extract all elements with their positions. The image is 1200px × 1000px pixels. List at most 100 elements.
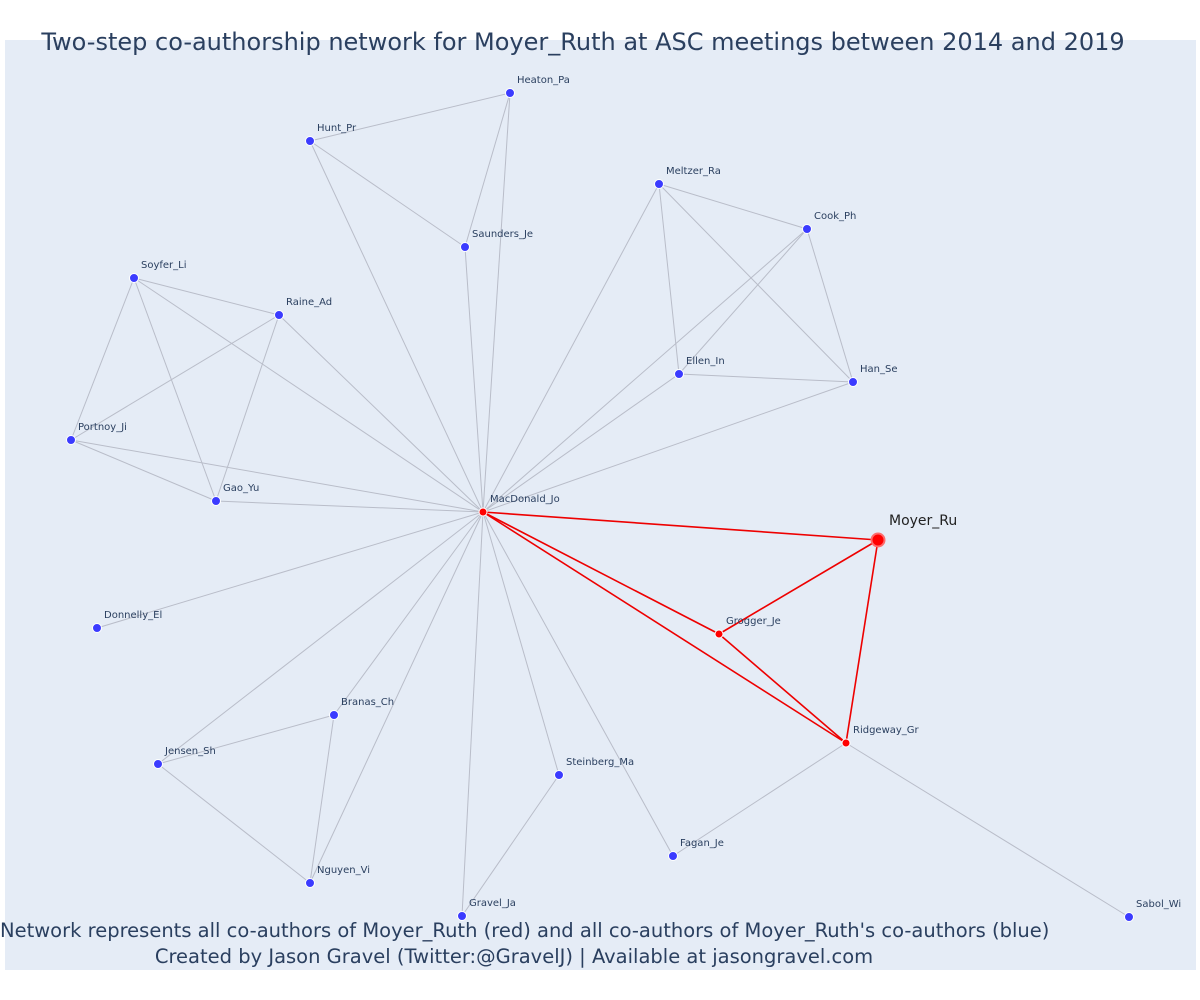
node-marker[interactable]	[66, 435, 76, 445]
node-Steinberg_Ma[interactable]: Steinberg_Ma	[554, 757, 635, 780]
edge-MacDonald_Jo-Ridgeway_Gr	[482, 511, 847, 744]
node-Ellen_In[interactable]: Ellen_In	[674, 356, 725, 379]
node-Nguyen_Vi[interactable]: Nguyen_Vi	[305, 865, 370, 888]
node-marker[interactable]	[654, 179, 664, 189]
node-marker[interactable]	[714, 629, 724, 639]
edge-Fagan_Je-MacDonald_Jo	[482, 511, 674, 857]
node-Raine_Ad[interactable]: Raine_Ad	[274, 297, 333, 320]
edge-Jensen_Sh-MacDonald_Jo	[157, 511, 484, 765]
chart-title: Two-step co-authorship network for Moyer…	[41, 28, 1125, 56]
node-label: Gravel_Ja	[469, 898, 516, 909]
edge-Grogger_Je-Ridgeway_Gr	[718, 633, 847, 744]
edge-Ellen_In-Han_Se	[678, 373, 854, 383]
edge-Heaton_Pa-Hunt_Pr	[309, 92, 511, 142]
edge-Soyfer_Li-Raine_Ad	[133, 277, 280, 316]
edge-Soyfer_Li-Portnoy_Ji	[70, 277, 135, 441]
node-marker[interactable]	[305, 878, 315, 888]
edge-Cook_Ph-Ellen_In	[678, 228, 808, 375]
node-Gravel_Ja[interactable]: Gravel_Ja	[457, 898, 516, 921]
node-Grogger_Je[interactable]: Grogger_Je	[714, 616, 781, 639]
node-label: Nguyen_Vi	[317, 865, 370, 876]
node-marker[interactable]	[674, 369, 684, 379]
node-Gao_Yu[interactable]: Gao_Yu	[211, 483, 260, 506]
node-marker[interactable]	[92, 623, 102, 633]
node-label: Fagan_Je	[680, 838, 724, 849]
node-Ridgeway_Gr[interactable]: Ridgeway_Gr	[841, 725, 920, 748]
node-marker[interactable]	[329, 710, 339, 720]
node-label: Heaton_Pa	[517, 75, 570, 86]
node-label: Sabol_Wi	[1136, 899, 1181, 910]
edge-Ridgeway_Gr-Moyer_Ru	[845, 539, 879, 744]
node-Hunt_Pr[interactable]: Hunt_Pr	[305, 123, 357, 146]
node-Soyfer_Li[interactable]: Soyfer_Li	[129, 260, 187, 283]
node-marker[interactable]	[505, 88, 515, 98]
node-marker[interactable]	[841, 738, 851, 748]
node-marker[interactable]	[478, 507, 488, 517]
edge-Branas_Ch-MacDonald_Jo	[333, 511, 484, 716]
node-label: Jensen_Sh	[164, 746, 216, 757]
edge-Branas_Ch-Nguyen_Vi	[309, 714, 335, 884]
node-Branas_Ch[interactable]: Branas_Ch	[329, 697, 395, 720]
node-label: Soyfer_Li	[141, 260, 187, 271]
node-Moyer_Ru[interactable]: Moyer_Ru	[870, 513, 958, 548]
edge-Raine_Ad-Gao_Yu	[215, 314, 280, 502]
node-Jensen_Sh[interactable]: Jensen_Sh	[153, 746, 216, 769]
edge-Grogger_Je-Moyer_Ru	[718, 539, 879, 635]
node-Fagan_Je[interactable]: Fagan_Je	[668, 838, 724, 861]
node-Han_Se[interactable]: Han_Se	[848, 364, 898, 387]
node-Donnelly_El[interactable]: Donnelly_El	[92, 610, 163, 633]
node-Heaton_Pa[interactable]: Heaton_Pa	[505, 75, 570, 98]
edge-Fagan_Je-Ridgeway_Gr	[672, 742, 847, 857]
edge-Hunt_Pr-MacDonald_Jo	[309, 140, 484, 513]
edge-Raine_Ad-Portnoy_Ji	[70, 314, 280, 441]
node-marker[interactable]	[870, 532, 886, 548]
node-label: Han_Se	[860, 364, 898, 375]
node-Sabol_Wi[interactable]: Sabol_Wi	[1124, 899, 1182, 922]
edge-MacDonald_Jo-Grogger_Je	[482, 511, 720, 635]
node-marker[interactable]	[460, 242, 470, 252]
node-label: Donnelly_El	[104, 610, 162, 621]
edge-Meltzer_Ra-Cook_Ph	[658, 183, 808, 230]
node-layer: Moyer_Ru MacDonald_JoGrogger_JeRidgeway_G…	[66, 75, 1182, 922]
node-marker[interactable]	[457, 911, 467, 921]
node-marker[interactable]	[668, 851, 678, 861]
edge-Heaton_Pa-Saunders_Je	[464, 92, 511, 248]
node-MacDonald_Jo[interactable]: MacDonald_Jo	[478, 494, 560, 517]
edge-Saunders_Je-MacDonald_Jo	[464, 246, 484, 513]
node-label: Raine_Ad	[286, 297, 332, 308]
node-marker[interactable]	[802, 224, 812, 234]
node-marker[interactable]	[848, 377, 858, 387]
node-marker[interactable]	[554, 770, 564, 780]
edge-Raine_Ad-MacDonald_Jo	[278, 314, 484, 513]
edge-Ellen_In-MacDonald_Jo	[482, 373, 680, 513]
node-label: Cook_Ph	[814, 211, 856, 222]
node-Saunders_Je[interactable]: Saunders_Je	[460, 229, 534, 252]
node-label: Gao_Yu	[223, 483, 259, 494]
node-label: MacDonald_Jo	[490, 494, 560, 505]
edge-Soyfer_Li-Gao_Yu	[133, 277, 217, 502]
edge-Sabol_Wi-Ridgeway_Gr	[845, 742, 1130, 918]
edge-Heaton_Pa-MacDonald_Jo	[482, 92, 511, 513]
node-label: Meltzer_Ra	[666, 166, 721, 177]
node-Cook_Ph[interactable]: Cook_Ph	[802, 211, 857, 234]
edge-Soyfer_Li-MacDonald_Jo	[133, 277, 484, 513]
node-marker[interactable]	[274, 310, 284, 320]
node-marker[interactable]	[1124, 912, 1134, 922]
node-label: Portnoy_Ji	[78, 422, 127, 433]
edge-MacDonald_Jo-Moyer_Ru	[482, 511, 879, 541]
edge-Meltzer_Ra-Han_Se	[658, 183, 854, 383]
node-Meltzer_Ra[interactable]: Meltzer_Ra	[654, 166, 721, 189]
edge-Meltzer_Ra-MacDonald_Jo	[482, 183, 660, 513]
node-marker[interactable]	[211, 496, 221, 506]
node-Portnoy_Ji[interactable]: Portnoy_Ji	[66, 422, 127, 445]
node-marker[interactable]	[305, 136, 315, 146]
edge-Gravel_Ja-MacDonald_Jo	[461, 511, 484, 917]
edge-Portnoy_Ji-MacDonald_Jo	[70, 439, 484, 513]
edge-Cook_Ph-Han_Se	[806, 228, 854, 383]
edge-Steinberg_Ma-MacDonald_Jo	[482, 511, 560, 776]
node-marker[interactable]	[129, 273, 139, 283]
edge-Portnoy_Ji-Gao_Yu	[70, 439, 217, 502]
edge-Cook_Ph-MacDonald_Jo	[482, 228, 808, 513]
node-marker[interactable]	[153, 759, 163, 769]
